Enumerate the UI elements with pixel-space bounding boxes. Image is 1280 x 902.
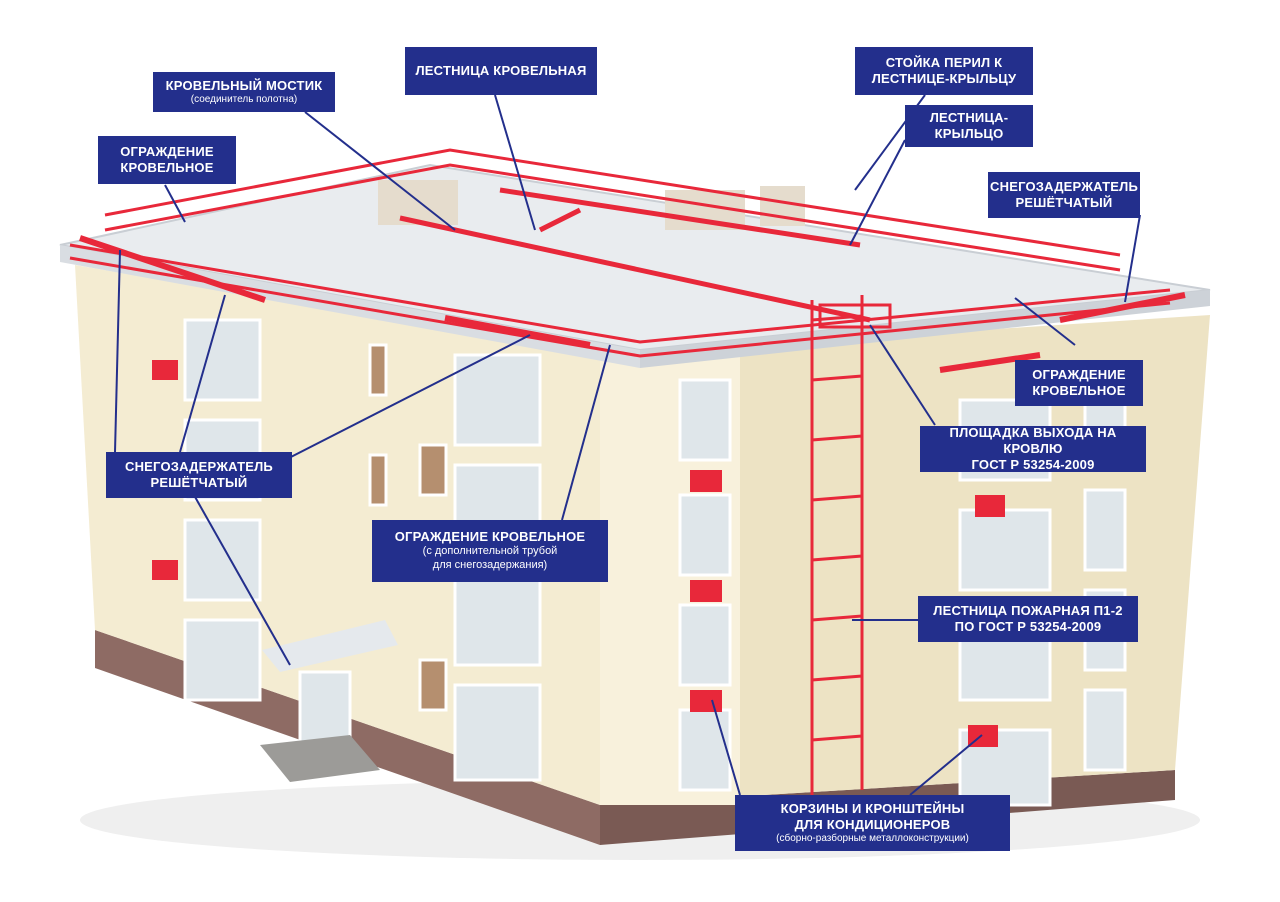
callout-subtitle-1: (с дополнительной трубой: [422, 545, 558, 558]
entrance-door: [298, 670, 352, 749]
callout-roof-ladder: ЛЕСТНИЦА КРОВЕЛЬНАЯ: [405, 47, 597, 95]
callout-line-2: КРОВЕЛЬНОЕ: [120, 160, 214, 175]
callout-line-2: ЛЕСТНИЦЕ-КРЫЛЬЦУ: [871, 71, 1017, 86]
entrance-steps: [260, 735, 380, 782]
roof-fence: [69, 148, 1171, 358]
callout-line-2: КРОВЕЛЬНОЕ: [1032, 383, 1126, 398]
callout-subtitle: (сборно-разборные металлоконструкции): [776, 833, 969, 844]
callout-snow-guard-left: СНЕГОЗАДЕРЖАТЕЛЬ РЕШЁТЧАТЫЙ: [106, 452, 292, 498]
callout-stair-porch: ЛЕСТНИЦА-КРЫЛЬЦО: [905, 105, 1033, 147]
callout-subtitle-2: для снегозадержания): [432, 559, 548, 572]
entrance-canopy: [262, 620, 398, 672]
snow-guards: [79, 235, 1186, 373]
callout-title: ЛЕСТНИЦА КРОВЕЛЬНАЯ: [415, 62, 587, 78]
roof-exit-platform-red: [818, 303, 892, 329]
callout-roof-exit-platform: ПЛОЩАДКА ВЫХОДА НА КРОВЛЮ ГОСТ Р 53254-2…: [920, 424, 1146, 473]
callout-line-1: ОГРАЖДЕНИЕ: [120, 143, 214, 159]
callout-line-2: РЕШЁТЧАТЫЙ: [150, 475, 248, 490]
leader-lines: [114, 94, 1141, 796]
callout-line-2: ДЛЯ КОНДИЦИОНЕРОВ: [794, 816, 951, 832]
roof-ladder-red: [399, 187, 871, 323]
callout-line-1: ОГРАЖДЕНИЕ: [1032, 366, 1126, 382]
fire-ladder-red: [810, 295, 864, 800]
callout-snow-guard-right: СНЕГОЗАДЕРЖАТЕЛЬ РЕШЁТЧАТЫЙ: [988, 172, 1140, 218]
callout-line-2: ПО ГОСТ Р 53254-2009: [954, 619, 1102, 634]
windows-right: [678, 378, 1127, 807]
callout-line-1: КОРЗИНЫ И КРОНШТЕЙНЫ: [780, 800, 965, 816]
callout-line-1: СНЕГОЗАДЕРЖАТЕЛЬ: [990, 178, 1138, 194]
callout-line-1: СНЕГОЗАДЕРЖАТЕЛЬ: [125, 458, 273, 474]
callout-roof-bridge: КРОВЕЛЬНЫЙ МОСТИК (соединитель полотна): [153, 72, 335, 112]
callout-fire-ladder: ЛЕСТНИЦА ПОЖАРНАЯ П1-2 ПО ГОСТ Р 53254-2…: [918, 596, 1138, 642]
callout-line-1: СТОЙКА ПЕРИЛ К: [885, 54, 1003, 70]
callout-roof-fence-left: ОГРАЖДЕНИЕ КРОВЕЛЬНОЕ: [98, 136, 236, 184]
callout-title: КРОВЕЛЬНЫЙ МОСТИК: [165, 77, 323, 93]
callout-roof-fence-center: ОГРАЖДЕНИЕ КРОВЕЛЬНОЕ (с дополнительной …: [372, 520, 608, 582]
callout-title: ОГРАЖДЕНИЕ КРОВЕЛЬНОЕ: [394, 529, 586, 545]
roof-vent: [378, 180, 458, 225]
callout-ac-baskets: КОРЗИНЫ И КРОНШТЕЙНЫ ДЛЯ КОНДИЦИОНЕРОВ (…: [735, 795, 1010, 851]
callout-line-1: ПЛОЩАДКА ВЫХОДА НА КРОВЛЮ: [949, 424, 1117, 456]
callout-title: ЛЕСТНИЦА-КРЫЛЬЦО: [929, 109, 1009, 141]
callout-line-1: ЛЕСТНИЦА ПОЖАРНАЯ П1-2: [933, 602, 1123, 618]
callout-railing-post: СТОЙКА ПЕРИЛ К ЛЕСТНИЦЕ-КРЫЛЬЦУ: [855, 47, 1033, 95]
callout-line-2: РЕШЁТЧАТЫЙ: [1015, 195, 1113, 210]
callout-roof-fence-right: ОГРАЖДЕНИЕ КРОВЕЛЬНОЕ: [1015, 360, 1143, 406]
callout-line-2: ГОСТ Р 53254-2009: [971, 457, 1095, 473]
callout-subtitle: (соединитель полотна): [190, 93, 298, 105]
